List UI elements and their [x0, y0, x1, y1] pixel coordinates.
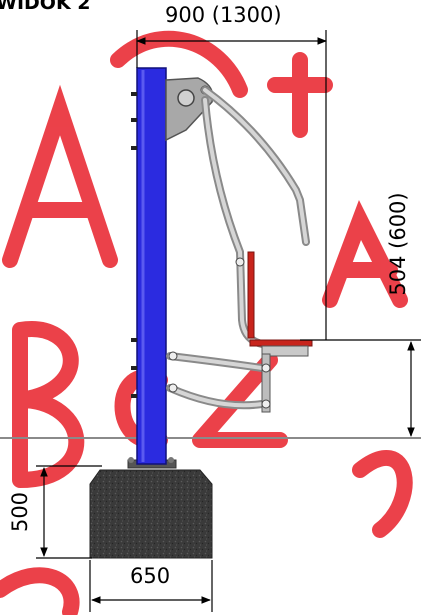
dimension-height	[300, 339, 421, 437]
link-upright	[261, 353, 271, 413]
link-joint	[261, 363, 271, 373]
view-title: WIDOK 2	[0, 0, 91, 14]
seat-bottom	[249, 339, 313, 347]
pivot-hub	[177, 89, 195, 107]
concrete-base	[89, 469, 213, 559]
seat-arm-joint	[235, 257, 245, 267]
lower-link-inner	[168, 386, 264, 408]
seat-bottom-frame	[261, 345, 309, 357]
anchor-bolt	[168, 457, 174, 463]
seat-back	[247, 251, 255, 339]
handle-arm-inner	[203, 88, 308, 244]
post-bolts	[131, 92, 137, 398]
dimension-top	[136, 30, 327, 340]
dimension-base-height	[36, 465, 102, 559]
anchor-bolt	[128, 457, 134, 463]
dimension-base-height-label: 500	[8, 491, 32, 533]
link-joint	[168, 383, 178, 393]
handle-arm	[201, 86, 310, 246]
link-joint	[261, 399, 271, 409]
link-joint	[168, 351, 178, 361]
dimension-height-label: 504 (600)	[386, 192, 410, 296]
dimension-base-width-label: 650	[130, 564, 171, 588]
dimension-base-width	[89, 560, 213, 612]
dimension-top-label: 900 (1300)	[165, 3, 282, 27]
upper-link-inner	[168, 354, 264, 370]
watermark	[0, 30, 413, 615]
blue-post	[136, 67, 167, 465]
